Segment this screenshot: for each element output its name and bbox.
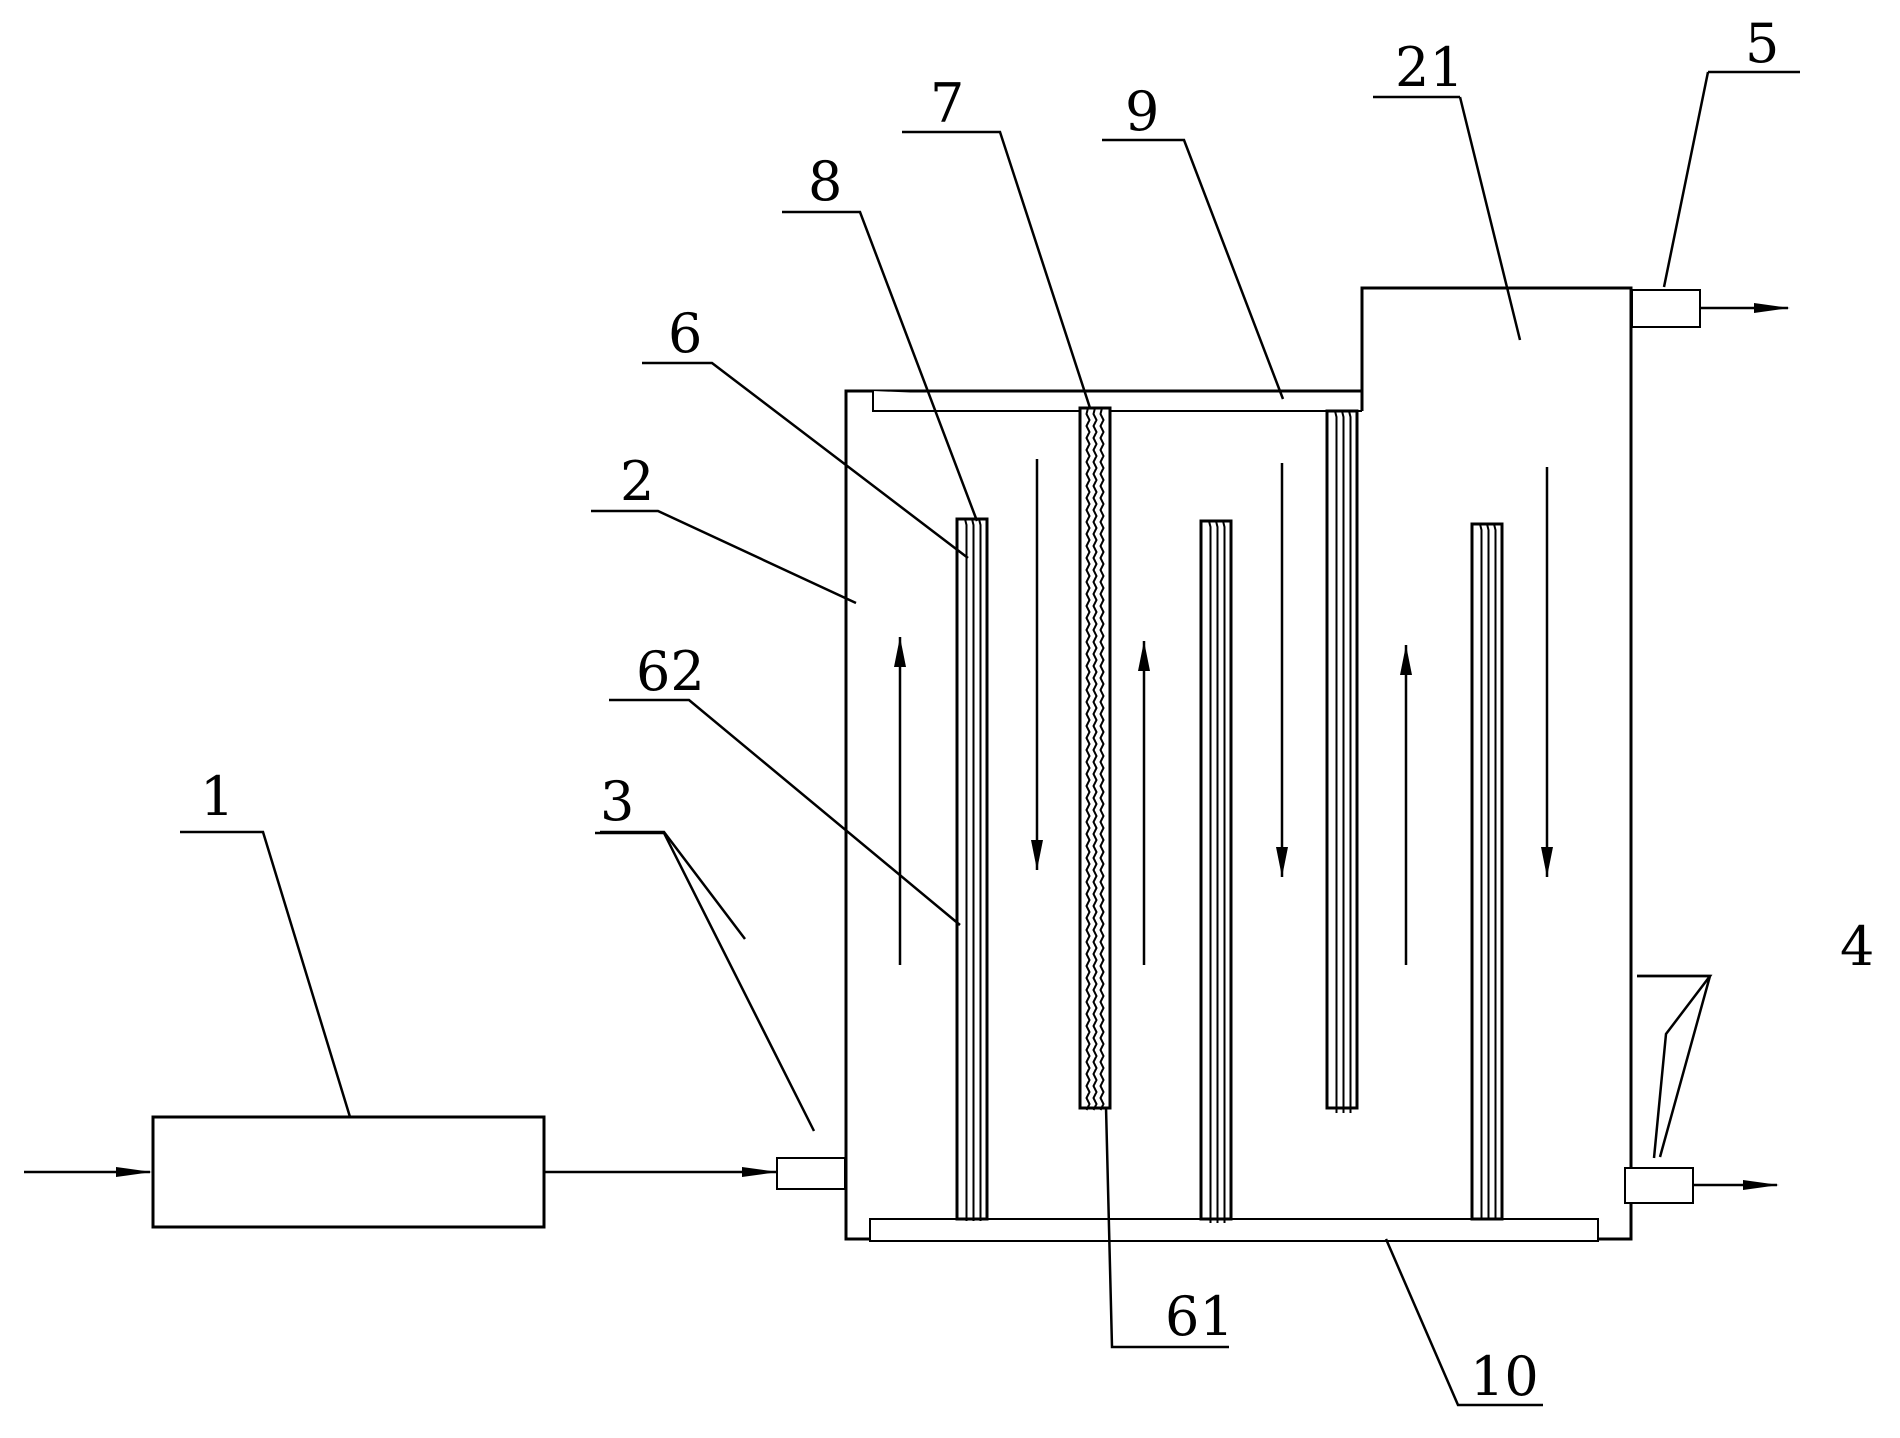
plate-10b	[1470, 522, 1504, 1221]
label-1: 1	[200, 765, 234, 828]
label-21: 21	[1395, 36, 1464, 99]
outlet-pipe-4	[1624, 1167, 1694, 1204]
label-6: 6	[668, 302, 702, 365]
flow-down-1	[1031, 459, 1043, 870]
flow-down-2	[1276, 463, 1288, 877]
label-9: 9	[1125, 80, 1159, 143]
plate-7	[1078, 406, 1112, 1111]
plate-8	[1199, 519, 1233, 1223]
flow-arrows	[894, 459, 1553, 965]
flow-up-3	[1400, 645, 1412, 965]
label-5: 5	[1745, 12, 1779, 75]
label-8: 8	[808, 150, 842, 213]
label-2: 2	[620, 450, 654, 513]
leader-lines	[180, 70, 1800, 1407]
top-plate-9	[872, 391, 1362, 412]
label-62: 62	[636, 640, 705, 703]
label-7: 7	[930, 72, 964, 135]
label-61: 61	[1165, 1285, 1234, 1348]
plate-9b	[1325, 409, 1359, 1113]
electrode-plates	[955, 406, 1504, 1223]
label-3: 3	[600, 770, 634, 833]
plate-6	[955, 517, 989, 1221]
label-10: 10	[1470, 1345, 1539, 1408]
label-4: 4	[1840, 915, 1874, 978]
flow-down-3	[1541, 467, 1553, 877]
flow-up-1	[894, 637, 906, 965]
inlet-pipe-3	[776, 1157, 846, 1190]
pretreatment-unit-1	[151, 1115, 546, 1229]
bottom-plate-10	[869, 1218, 1599, 1242]
outlet-pipe-5	[1631, 289, 1701, 328]
flow-up-2	[1138, 641, 1150, 965]
